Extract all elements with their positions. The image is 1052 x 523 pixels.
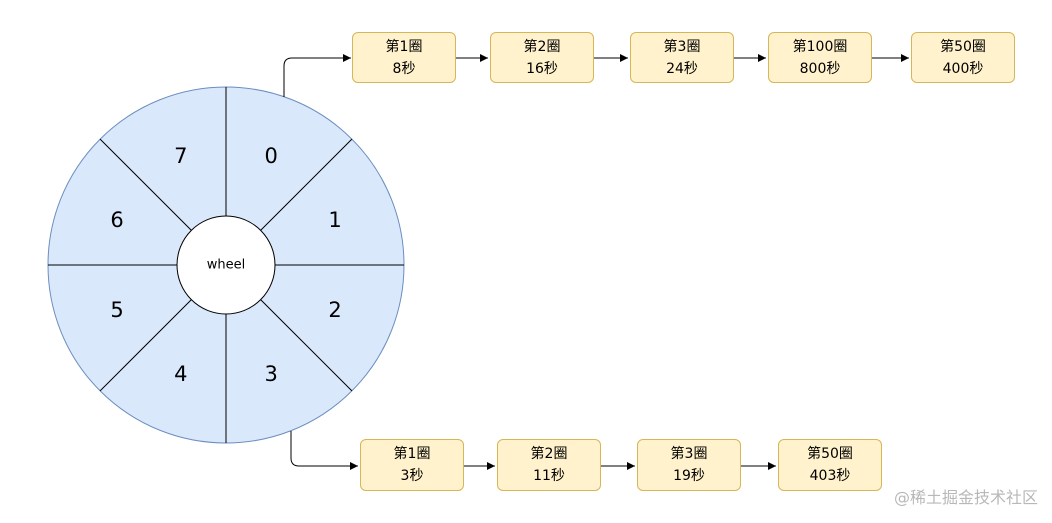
wheel-slot-divider <box>260 138 353 231</box>
node-time-label: 3秒 <box>400 468 424 484</box>
node-time-label: 24秒 <box>666 60 698 77</box>
bottom-chain-node: 第3圈 19秒 <box>637 439 741 491</box>
wheel-to-bottom-chain-connector <box>290 431 358 470</box>
top-chain-node: 第100圈 800秒 <box>768 32 872 83</box>
wheel-slot-label: 0 <box>265 144 278 168</box>
timing-wheel: 0 1 2 3 4 5 6 7 wheel <box>47 86 405 444</box>
watermark: @稀土掘金技术社区 <box>893 488 1038 507</box>
wheel-hub <box>176 215 276 315</box>
wheel-slot-label: 6 <box>110 208 123 232</box>
node-round-label: 第50圈 <box>807 446 853 462</box>
top-chain-node: 第1圈 8秒 <box>352 32 456 83</box>
node-round-label: 第50圈 <box>940 38 986 55</box>
wheel-slot-label: 5 <box>110 298 123 322</box>
top-chain-node: 第50圈 400秒 <box>911 32 1015 83</box>
wheel-slot-label: 2 <box>328 298 341 322</box>
wheel-slot-label: 7 <box>174 144 187 168</box>
wheel-slot-label: 4 <box>174 362 187 386</box>
node-time-label: 19秒 <box>673 468 705 484</box>
wheel-to-top-chain-connector <box>283 54 351 97</box>
node-round-label: 第1圈 <box>393 446 431 462</box>
connectors <box>283 54 909 470</box>
node-time-label: 11秒 <box>533 468 565 484</box>
node-time-label: 8秒 <box>392 60 416 77</box>
wheel-slot-divider <box>99 138 192 231</box>
node-time-label: 400秒 <box>942 60 984 77</box>
node-time-label: 403秒 <box>809 468 851 484</box>
top-chain-node: 第2圈 16秒 <box>490 32 594 83</box>
wheel-slot-label: 1 <box>328 208 341 232</box>
node-round-label: 第2圈 <box>530 446 568 462</box>
node-round-label: 第3圈 <box>670 446 708 462</box>
top-chain-node: 第3圈 24秒 <box>630 32 734 83</box>
node-time-label: 16秒 <box>526 60 558 77</box>
bottom-chain-node: 第1圈 3秒 <box>360 439 464 491</box>
wheel-center-label: wheel <box>207 258 245 273</box>
node-round-label: 第2圈 <box>523 38 561 55</box>
node-round-label: 第3圈 <box>663 38 701 55</box>
bottom-chain-node: 第50圈 403秒 <box>778 439 882 491</box>
node-round-label: 第1圈 <box>385 38 423 55</box>
wheel-slot-divider <box>99 299 192 392</box>
bottom-chain-node: 第2圈 11秒 <box>497 439 601 491</box>
node-time-label: 800秒 <box>799 60 841 77</box>
wheel-slot-label: 3 <box>265 362 278 386</box>
wheel-slot-divider <box>260 299 353 392</box>
node-round-label: 第100圈 <box>792 38 848 55</box>
